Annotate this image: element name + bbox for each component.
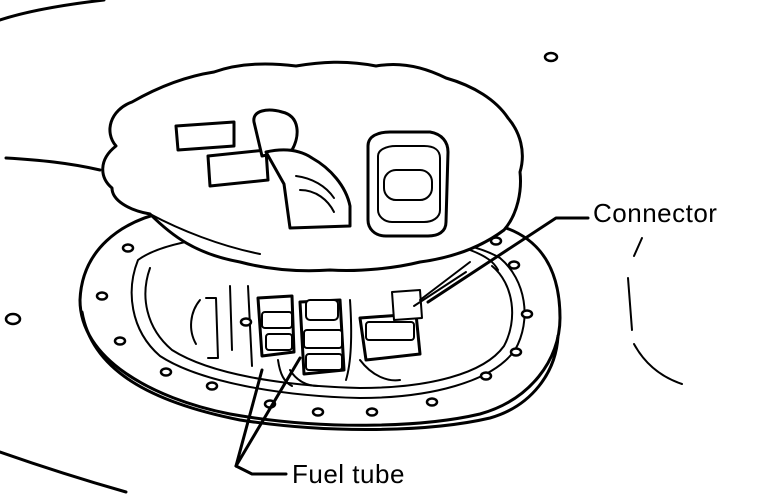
tank-body-outline [0,0,683,494]
pump-internals [190,261,471,387]
fuel-tube-leaders [234,356,302,476]
fuel-tube-label: Fuel tube [292,459,405,489]
tank-holes [4,51,559,326]
flange-bolt-holes [95,236,534,417]
fuel-hose-nipples [174,108,352,230]
connector-leader [426,216,590,304]
connector-label: Connector [593,198,718,228]
cover-connector [366,130,450,238]
